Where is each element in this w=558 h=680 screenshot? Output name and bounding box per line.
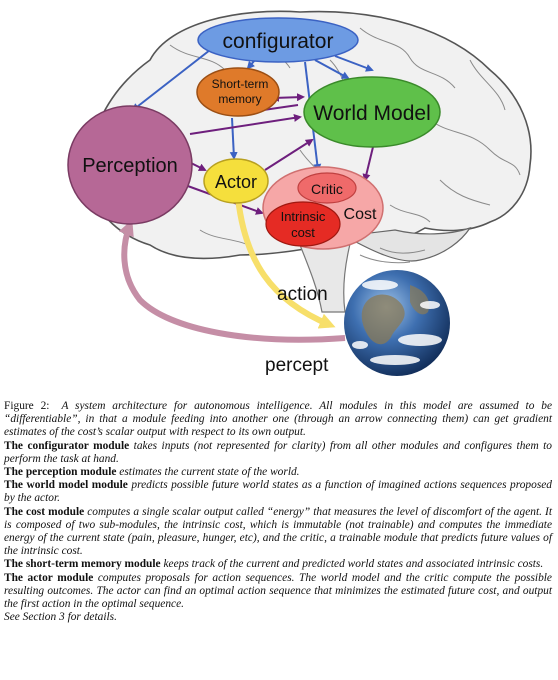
caption-intro: Figure 2:A system architecture for auton…: [4, 400, 552, 440]
actor-label: Actor: [215, 172, 257, 192]
module-name: The world model module: [4, 479, 128, 492]
perception-node: Perception: [67, 105, 193, 225]
arrow-configurator-actor: [229, 117, 238, 160]
configurator-label: configurator: [223, 30, 334, 53]
configurator-node: configurator: [197, 17, 359, 63]
module-name: The configurator module: [4, 439, 130, 452]
short-term-memory-node: Short-term memory: [196, 67, 280, 117]
module-name: The short-term memory module: [4, 558, 161, 571]
perception-label: Perception: [82, 155, 178, 177]
cost-label: Cost: [344, 206, 377, 223]
arrow-percept: [118, 219, 346, 343]
intrinsic-cost-label-2: cost: [291, 225, 315, 240]
intrinsic-cost-node: Intrinsic cost: [265, 201, 341, 247]
short-term-memory-label-2: memory: [218, 92, 261, 106]
module-name: The cost module: [4, 505, 85, 518]
module-description: takes inputs (not represented for clarit…: [4, 439, 553, 465]
critic-label: Critic: [311, 181, 343, 197]
arrow-world-model-cost: [362, 146, 374, 182]
module-description: estimates the current state of the world…: [119, 466, 300, 479]
figure-caption: Figure 2:A system architecture for auton…: [4, 400, 552, 624]
module-name: The actor module: [4, 571, 94, 584]
caption-module-world-model: The world model module predicts possible…: [4, 479, 552, 505]
arrow-perception-world-model: [189, 113, 302, 135]
short-term-memory-label-1: Short-term: [212, 77, 269, 91]
critic-node: Critic: [297, 172, 357, 204]
caption-module-actor: The actor module computes proposals for …: [4, 572, 552, 612]
world-model-node: World Model: [303, 76, 441, 148]
arrow-actor-world-model: [264, 138, 314, 171]
caption-module-short-term-memory: The short-term memory module keeps track…: [4, 558, 552, 571]
architecture-figure: configurator Short-term memory World Mod…: [67, 10, 532, 376]
earth-image: [344, 270, 450, 376]
module-description: keeps track of the current and predicted…: [163, 558, 544, 571]
architecture-diagram: configurator Short-term memory World Mod…: [67, 10, 532, 376]
action-label: action: [277, 284, 328, 305]
intrinsic-cost-label-1: Intrinsic: [281, 209, 326, 224]
caption-module-perception: The perception module estimates the curr…: [4, 466, 552, 479]
arrow-action: [235, 197, 336, 329]
caption-see-also: See Section 3 for details.: [4, 611, 552, 624]
module-description: predicts possible future world states as…: [4, 479, 552, 505]
figure-label: Figure 2:: [4, 400, 50, 412]
module-description: computes a single scalar output called “…: [4, 505, 552, 558]
arrow-configurator-perception: [131, 49, 211, 112]
caption-module-cost: The cost module computes a single scalar…: [4, 506, 552, 559]
see-also-text: See Section 3 for details.: [4, 611, 117, 624]
percept-label: percept: [265, 355, 329, 376]
configurator-arrows: [131, 49, 374, 172]
caption-module-configurator: The configurator module takes inputs (no…: [4, 440, 552, 466]
module-description: computes proposals for action sequences.…: [4, 571, 552, 611]
arrow-configurator-world-model-2: [334, 55, 374, 72]
brain-illustration: [85, 10, 532, 313]
world-model-label: World Model: [313, 102, 431, 125]
module-name: The perception module: [4, 466, 117, 479]
actor-node: Actor: [203, 158, 269, 204]
caption-intro-text: A system architecture for autonomous int…: [4, 400, 553, 439]
arrow-configurator-world-model: [314, 59, 350, 79]
